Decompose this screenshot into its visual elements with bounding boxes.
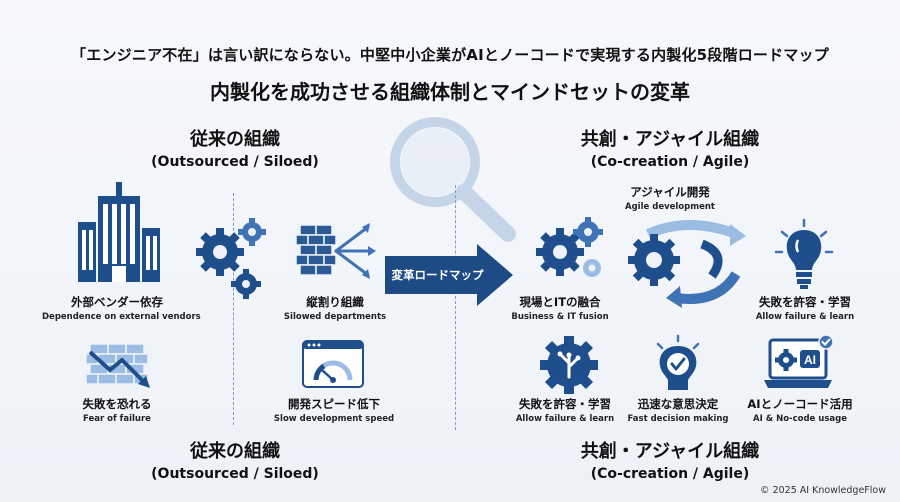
label-fear-of-failure: 失敗を恐れる Fear of failure	[82, 397, 152, 424]
label-fast-decision: 迅速な意思決定 Fast decision making	[627, 397, 729, 424]
building-icon	[78, 182, 160, 282]
agile-cycle-icon	[628, 220, 746, 308]
label-business-it-fusion: 現場とITの融合 Business & IT fusion	[511, 295, 609, 322]
left-bottom-title: 従来の組織 (Outsourced / Siloed)	[151, 441, 319, 482]
head-check-icon	[656, 334, 700, 390]
growth-gear-icon	[540, 336, 598, 394]
lightbulb-icon	[774, 218, 834, 289]
left-divider	[233, 193, 234, 425]
roadmap-arrow-label: 変革ロードマップ	[391, 268, 484, 282]
svg-text:AI: AI	[804, 353, 816, 367]
gear-cluster-icon	[196, 218, 266, 299]
center-divider	[455, 185, 456, 430]
roadmap-arrow	[385, 244, 513, 306]
label-ai-nocode: AIとノーコード活用 AI & No-code usage	[747, 397, 853, 424]
gears-icon	[536, 217, 603, 277]
right-section-title: 共創・アジャイル組織 (Co-creation / Agile)	[580, 129, 760, 170]
label-silowed: 縦割り組織 Silowed departments	[283, 295, 387, 322]
laptop-ai-icon: AI	[764, 334, 834, 388]
magnifier-icon	[390, 117, 516, 242]
label-allow-failure-1: 失敗を許容・学習 Allow failure & learn	[755, 295, 855, 322]
right-bottom-title: 共創・アジャイル組織 (Co-creation / Agile)	[580, 441, 760, 482]
label-agile-development: アジャイル開発 Agile development	[625, 185, 715, 212]
speedometer-icon	[302, 340, 364, 388]
label-vendor-dependence: 外部ベンダー依存 Dependence on external vendors	[42, 295, 201, 322]
left-section-title: 従来の組織 (Outsourced / Siloed)	[151, 129, 319, 170]
top-title: 「エンジニア不在」は言い訳にならない。中堅中小企業がAIとノーコードで実現する内…	[71, 46, 829, 64]
brick-wall-icon	[295, 223, 376, 279]
label-slow-development: 開発スピード低下 Slow development speed	[273, 397, 395, 424]
main-title: 内製化を成功させる組織体制とマインドセットの変革	[210, 80, 690, 104]
label-allow-failure-2: 失敗を許容・学習 Allow failure & learn	[515, 397, 615, 424]
copyright: © 2025 AI KnowledgeFlow	[760, 485, 886, 496]
falling-chart-icon	[85, 343, 150, 388]
